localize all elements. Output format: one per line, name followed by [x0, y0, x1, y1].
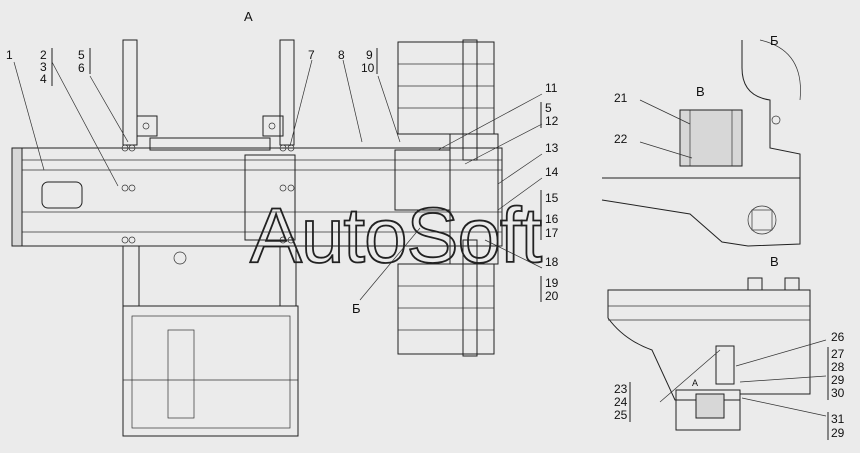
- detail-b-view: [601, 39, 801, 247]
- callout-12: 12: [545, 114, 559, 128]
- callout-9: 9: [366, 48, 373, 62]
- callout-13: 13: [545, 141, 559, 155]
- callout-1: 1: [6, 48, 13, 62]
- callout-5: 5: [78, 48, 85, 62]
- watermark: AutoSoft: [250, 191, 543, 279]
- callout-26: 26: [831, 330, 845, 344]
- callout-4: 4: [40, 72, 47, 86]
- view-title-main: А: [244, 9, 253, 24]
- callout-labels: 1 2 3 4 5 6 7 8 9 10 11 5 12 13 14 15 16…: [6, 48, 845, 440]
- callout-group-bars: [51, 48, 829, 440]
- callout-6: 6: [78, 61, 85, 75]
- bottom-mark-a: А: [692, 378, 698, 388]
- callout-18: 18: [545, 255, 559, 269]
- callout-29b: 29: [831, 426, 845, 440]
- view-mark-v: В: [696, 84, 705, 99]
- callout-31: 31: [831, 412, 845, 426]
- callout-10: 10: [361, 61, 375, 75]
- callout-16: 16: [545, 212, 559, 226]
- view-title-b: Б: [770, 33, 779, 48]
- callout-22: 22: [614, 132, 628, 146]
- main-view: [11, 39, 543, 437]
- callout-14: 14: [545, 165, 559, 179]
- callout-25: 25: [614, 408, 628, 422]
- callout-27: 27: [831, 347, 845, 361]
- callout-29: 29: [831, 373, 845, 387]
- callout-30: 30: [831, 386, 845, 400]
- callout-21: 21: [614, 91, 628, 105]
- callout-20: 20: [545, 289, 559, 303]
- callout-23: 23: [614, 382, 628, 396]
- callout-2: 2: [40, 48, 47, 62]
- callout-28: 28: [831, 360, 845, 374]
- detail-v-view: [607, 277, 827, 431]
- callout-19: 19: [545, 276, 559, 290]
- section-mark-b: Б: [352, 301, 361, 316]
- callout-15: 15: [545, 191, 559, 205]
- callout-24: 24: [614, 395, 628, 409]
- view-title-v: В: [770, 254, 779, 269]
- callout-5b: 5: [545, 101, 552, 115]
- callout-17: 17: [545, 226, 559, 240]
- callout-7: 7: [308, 48, 315, 62]
- callout-8: 8: [338, 48, 345, 62]
- callout-3: 3: [40, 60, 47, 74]
- callout-11: 11: [545, 81, 558, 95]
